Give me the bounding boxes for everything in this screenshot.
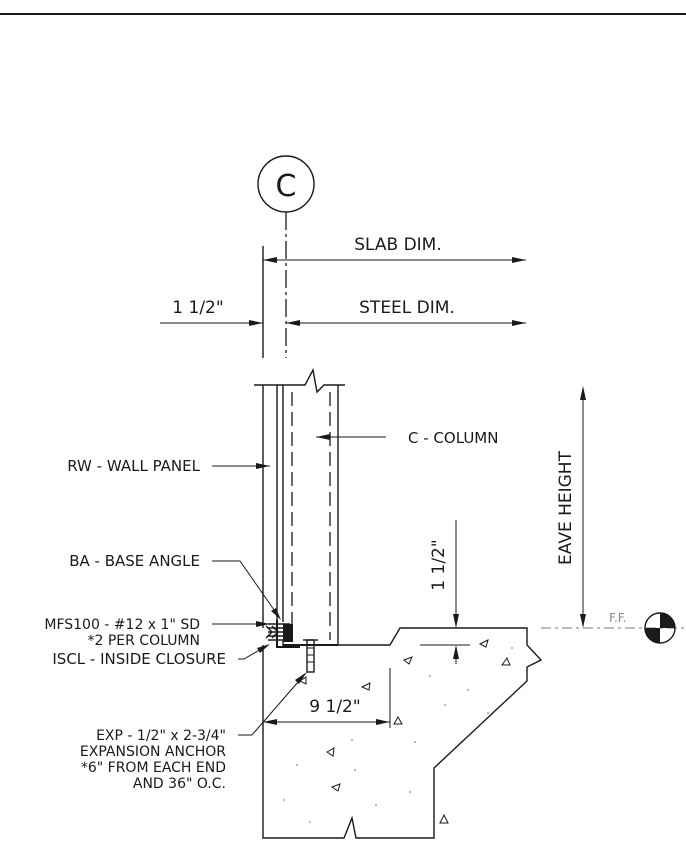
closure-callout: ISCL - INSIDE CLOSURE (52, 644, 270, 668)
steel-dimension-label: STEEL DIM. (359, 298, 455, 318)
anchor-callout: EXP - 1/2" x 2-3/4" EXPANSION ANCHOR *6"… (80, 672, 307, 792)
eave-height-label: EAVE HEIGHT (556, 450, 576, 565)
slab-dimension: SLAB DIM. (263, 235, 526, 263)
fastener-callout-line2: *2 PER COLUMN (87, 633, 200, 649)
anchor-callout-line3: *6" FROM EACH END (81, 760, 226, 776)
base-angle-callout-label: BA - BASE ANGLE (69, 552, 200, 570)
fastener-callout-line1: MFS100 - #12 x 1" SD (44, 617, 200, 633)
fastener-callout: MFS100 - #12 x 1" SD *2 PER COLUMN (44, 617, 270, 649)
column-callout-label: C - COLUMN (408, 429, 498, 447)
eave-height-dimension: EAVE HEIGHT (556, 386, 586, 628)
anchor-callout-line1: EXP - 1/2" x 2-3/4" (96, 728, 226, 744)
wall-panel-callout-label: RW - WALL PANEL (67, 457, 200, 475)
grid-bubble: C (257, 155, 315, 213)
slab-dimension-label: SLAB DIM. (354, 235, 442, 255)
steel-dimension: STEEL DIM. 1 1/2" (160, 298, 526, 326)
panel-offset-label: 1 1/2" (172, 298, 223, 318)
concrete-slab: 1 1/2" 9 1/2" (262, 520, 543, 839)
finished-floor-label: F.F. (609, 611, 627, 625)
slab-step-label: 1 1/2" (429, 539, 449, 590)
wall-panel-callout: RW - WALL PANEL (67, 457, 270, 475)
anchor-callout-line2: EXPANSION ANCHOR (80, 744, 226, 760)
anchor-callout-line4: AND 36" O.C. (133, 776, 226, 792)
grid-bubble-label: C (276, 169, 297, 204)
column-callout: C - COLUMN (316, 429, 498, 447)
finished-floor-marker: F.F. (541, 611, 686, 644)
column-section (254, 367, 345, 647)
closure-callout-label: ISCL - INSIDE CLOSURE (52, 650, 226, 668)
base-angle-detail (265, 620, 318, 673)
base-angle-callout: BA - BASE ANGLE (69, 552, 281, 620)
anchor-edge-label: 9 1/2" (309, 697, 360, 717)
